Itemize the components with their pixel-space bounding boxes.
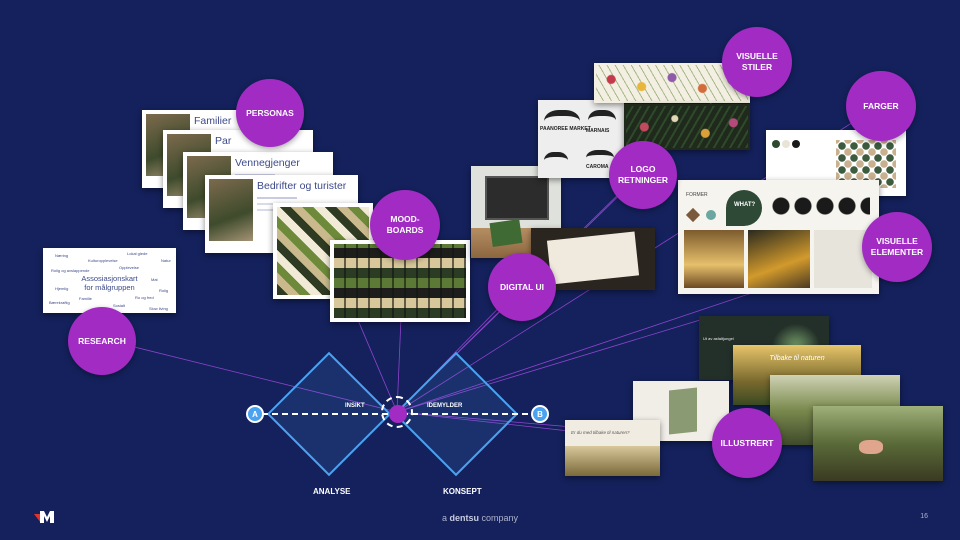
bubble-illustrert: ILLUSTRERT [712,408,782,478]
bubble-moodboards: MOOD- BOARDS [370,190,440,260]
point-a: A [246,405,264,423]
assoc-word: Slow living [149,306,168,311]
logo-text: PAANOREE MARKET [540,126,591,132]
footer: a dentsu company [0,513,960,523]
assoc-word: Familie [79,296,92,301]
assoc-word: Ro og fred [135,295,154,300]
persona-title: Par [215,135,232,147]
logo-text: CAROMA [586,164,609,170]
idemylder-label: IDEMYLDER [427,403,463,409]
footer-brand: dentsu [449,513,479,523]
analyse-label: ANALYSE [313,487,351,496]
center-dot [389,405,407,423]
mood-text: WHAT? [734,202,756,208]
insikt-label: INSIKT [345,403,365,409]
bubble-personas: PERSONAS [236,79,304,147]
bubble-logo: LOGO RETNINGER [609,141,677,209]
persona-title: Familier [194,115,232,127]
bubble-visuelle-stiler: VISUELLE STILER [722,27,792,97]
bubble-research: RESEARCH [68,307,136,375]
konsept-label: KONSEPT [443,487,482,496]
bubble-digital-ui: DIGITAL UI [488,253,556,321]
brand-logo-icon [34,511,54,523]
persona-photo [209,179,253,241]
logo-text: MARNAIS [586,128,610,134]
footer-prefix: a [441,513,447,523]
assoc-word: Lokal glede [127,251,148,256]
point-b: B [531,405,549,423]
page-number: 16 [920,513,928,520]
illustrert-text: Ut av asfaltjungel [703,336,734,341]
assoc-word: Rolig [159,288,169,293]
illustrert-title: Tilbake til naturen [769,355,825,362]
assoc-word: Hjemlig [55,286,69,291]
stiler-card-2 [624,104,750,150]
assoc-title: Assosiasjonskart for målgruppen [81,274,138,292]
illustrert-card-4 [813,406,943,481]
illustrert-text: Er du med tilbake til naturen? [571,430,630,435]
elementer-card: FORMER WHAT? [678,180,879,294]
footer-suffix: company [481,513,519,523]
assoc-word: Rolig og avslappende [51,268,90,273]
persona-title: Vennegjenger [235,157,300,169]
assoc-card: Næring Lokal glede Natur Kulturopplevels… [43,248,176,313]
line-research [105,339,398,413]
assoc-word: Næring [55,253,69,258]
illustrert-card-farm: Er du med tilbake til naturen? [565,420,660,476]
bubble-visuelle-elementer: VISUELLE ELEMENTER [862,212,932,282]
assoc-word: Opplevelse [119,265,140,270]
persona-title: Bedrifter og turister [257,180,347,192]
assoc-word: Kulturopplevelse [88,258,118,263]
assoc-word: Mat [151,277,158,282]
cycle-icon [381,396,413,428]
former-label: FORMER [686,192,708,198]
line-extra [396,319,701,413]
assoc-word: Natur [161,258,171,263]
assoc-word: Bærekraftig [49,300,70,305]
bubble-farger: FARGER [846,71,916,141]
digital-card-1 [471,166,561,258]
assoc-word: Sosialt [113,303,126,308]
